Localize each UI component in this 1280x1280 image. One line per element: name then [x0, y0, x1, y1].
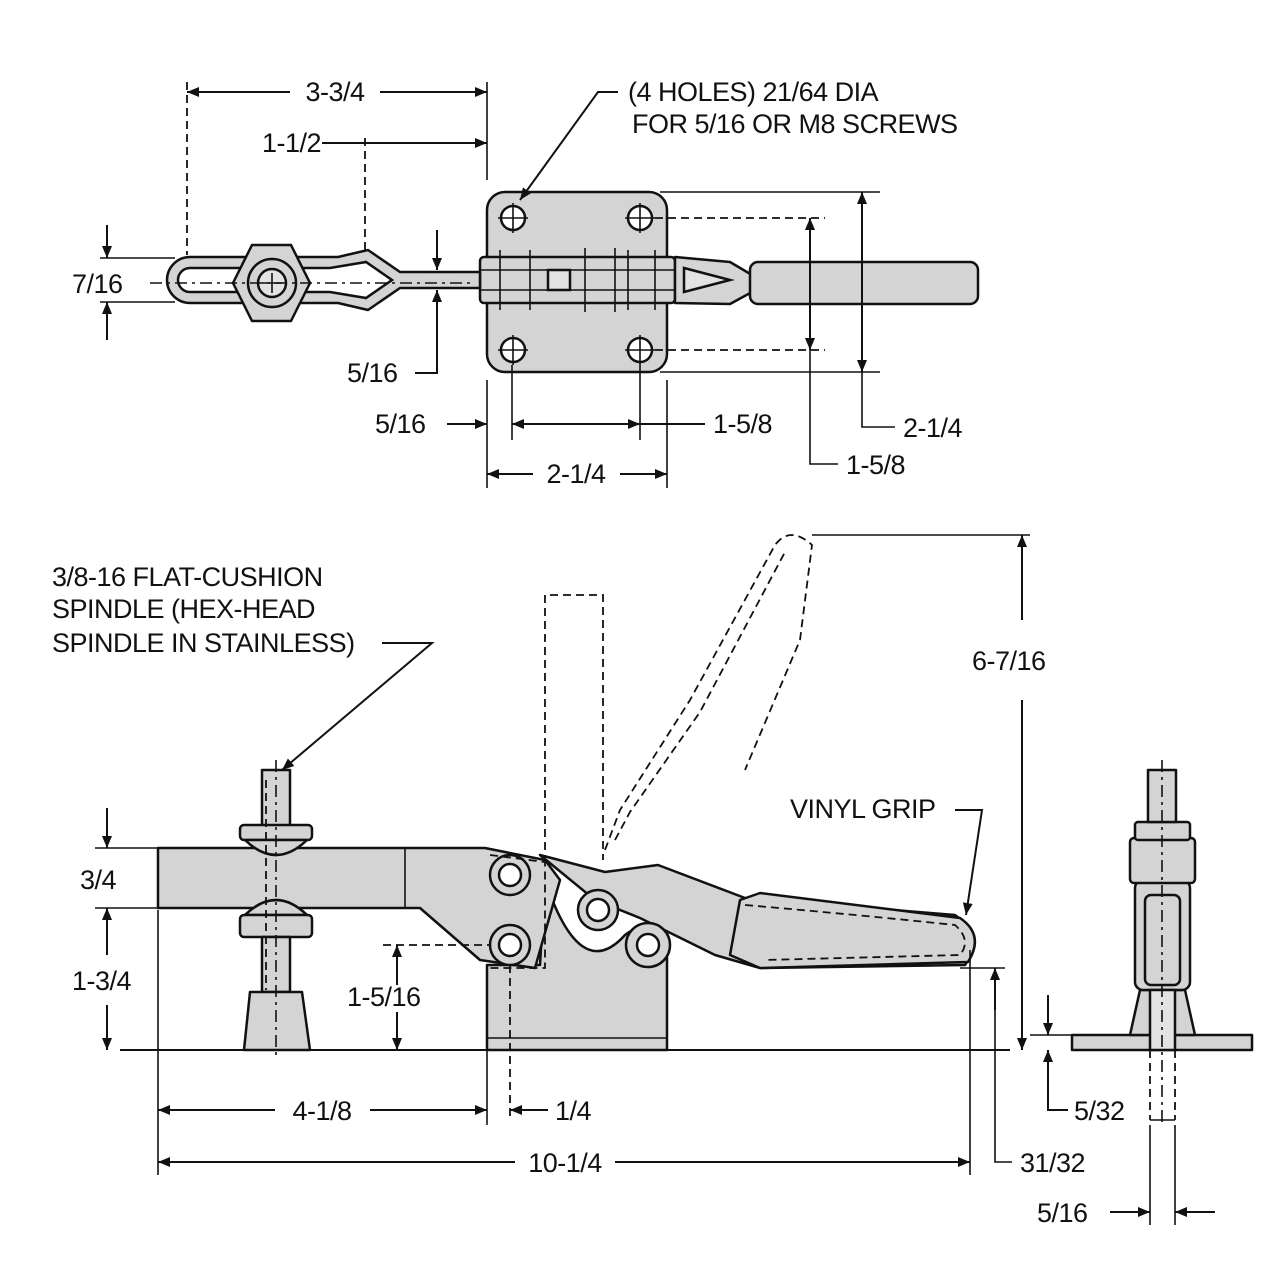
holes-note-line2: FOR 5/16 OR M8 SCREWS — [632, 109, 958, 139]
spindle-note-line1: 3/8-16 FLAT-CUSHION — [52, 562, 323, 592]
dim-bar-thickness: 5/16 — [347, 358, 398, 388]
dim-bar-height: 3/4 — [80, 865, 117, 895]
dim-handle-height: 31/32 — [1020, 1148, 1085, 1178]
end-view — [1070, 760, 1254, 1125]
top-view: 3-3/4 1-1/2 (4 HOLES) 21/64 DIA FOR 5/16… — [72, 77, 980, 489]
holes-note-line1: (4 HOLES) 21/64 DIA — [628, 77, 879, 107]
dim-pivot-height: 1-5/16 — [347, 982, 421, 1012]
top-vinyl-grip — [748, 260, 980, 306]
dim-reach: 4-1/8 — [292, 1096, 351, 1126]
spindle-note-line3: SPINDLE IN STAINLESS) — [52, 628, 355, 658]
vinyl-grip-label: VINYL GRIP — [790, 794, 936, 824]
dim-base-thickness: 5/32 — [1074, 1096, 1125, 1126]
dim-base-width-x: 2-1/4 — [546, 459, 606, 489]
dim-overall-length: 10-1/4 — [528, 1148, 602, 1178]
dim-base-height-y: 2-1/4 — [903, 413, 963, 443]
dim-bar-width: 7/16 — [72, 269, 123, 299]
dim-hole-spacing-x: 1-5/8 — [713, 409, 772, 439]
dim-top-to-hex: 1-1/2 — [262, 128, 321, 158]
top-linkage — [478, 255, 677, 305]
spindle-note-line2: SPINDLE (HEX-HEAD — [52, 594, 315, 624]
dim-top-overall-width: 3-3/4 — [305, 77, 365, 107]
side-vinyl-grip — [728, 891, 977, 970]
dim-base-edge-offset: 5/16 — [375, 409, 426, 439]
dim-base-slot: 5/16 — [1037, 1198, 1088, 1228]
dim-overall-height: 6-7/16 — [972, 646, 1046, 676]
side-view: 3/8-16 FLAT-CUSHION SPINDLE (HEX-HEAD SP… — [52, 534, 1254, 1228]
dim-spindle-height: 1-3/4 — [72, 966, 132, 996]
dim-hole-spacing-y: 1-5/8 — [846, 450, 905, 480]
dim-pivot-offset: 1/4 — [555, 1096, 592, 1126]
